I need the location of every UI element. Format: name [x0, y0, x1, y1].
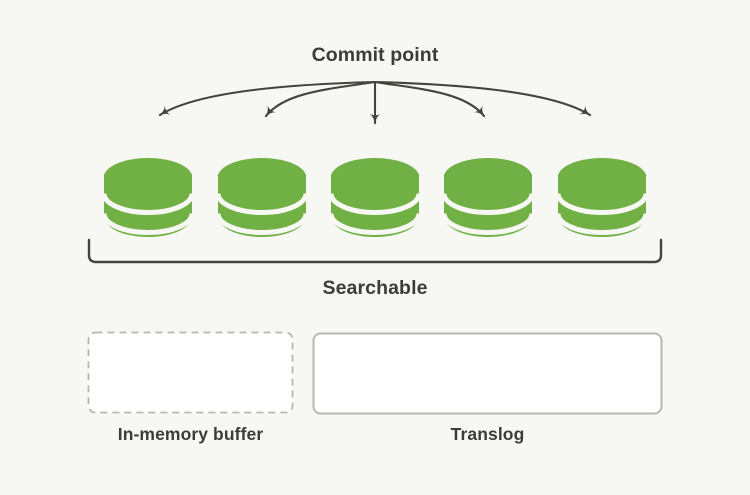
database-cylinder-icon [558, 158, 646, 237]
database-cylinder-icon [104, 158, 192, 237]
commit-arrow-1 [157, 80, 377, 117]
in-memory-buffer-box [87, 331, 294, 414]
commit-arrow-5 [373, 80, 593, 117]
translog-label: Translog [450, 424, 525, 444]
database-cylinder-icon [331, 158, 419, 237]
commit-arrow-4 [373, 80, 486, 118]
in-memory-buffer-label: In-memory buffer [117, 424, 264, 444]
database-cylinder-icon [444, 158, 532, 237]
database-cylinder-icon [218, 158, 306, 237]
translog-box [312, 332, 663, 415]
searchable-label: Searchable [322, 277, 428, 299]
shard-row [104, 158, 646, 237]
commit-point-arrow-group [157, 80, 593, 126]
commit-arrow-2 [264, 80, 377, 118]
searchable-bracket [87, 238, 663, 264]
commit-point-title: Commit point [311, 44, 439, 66]
